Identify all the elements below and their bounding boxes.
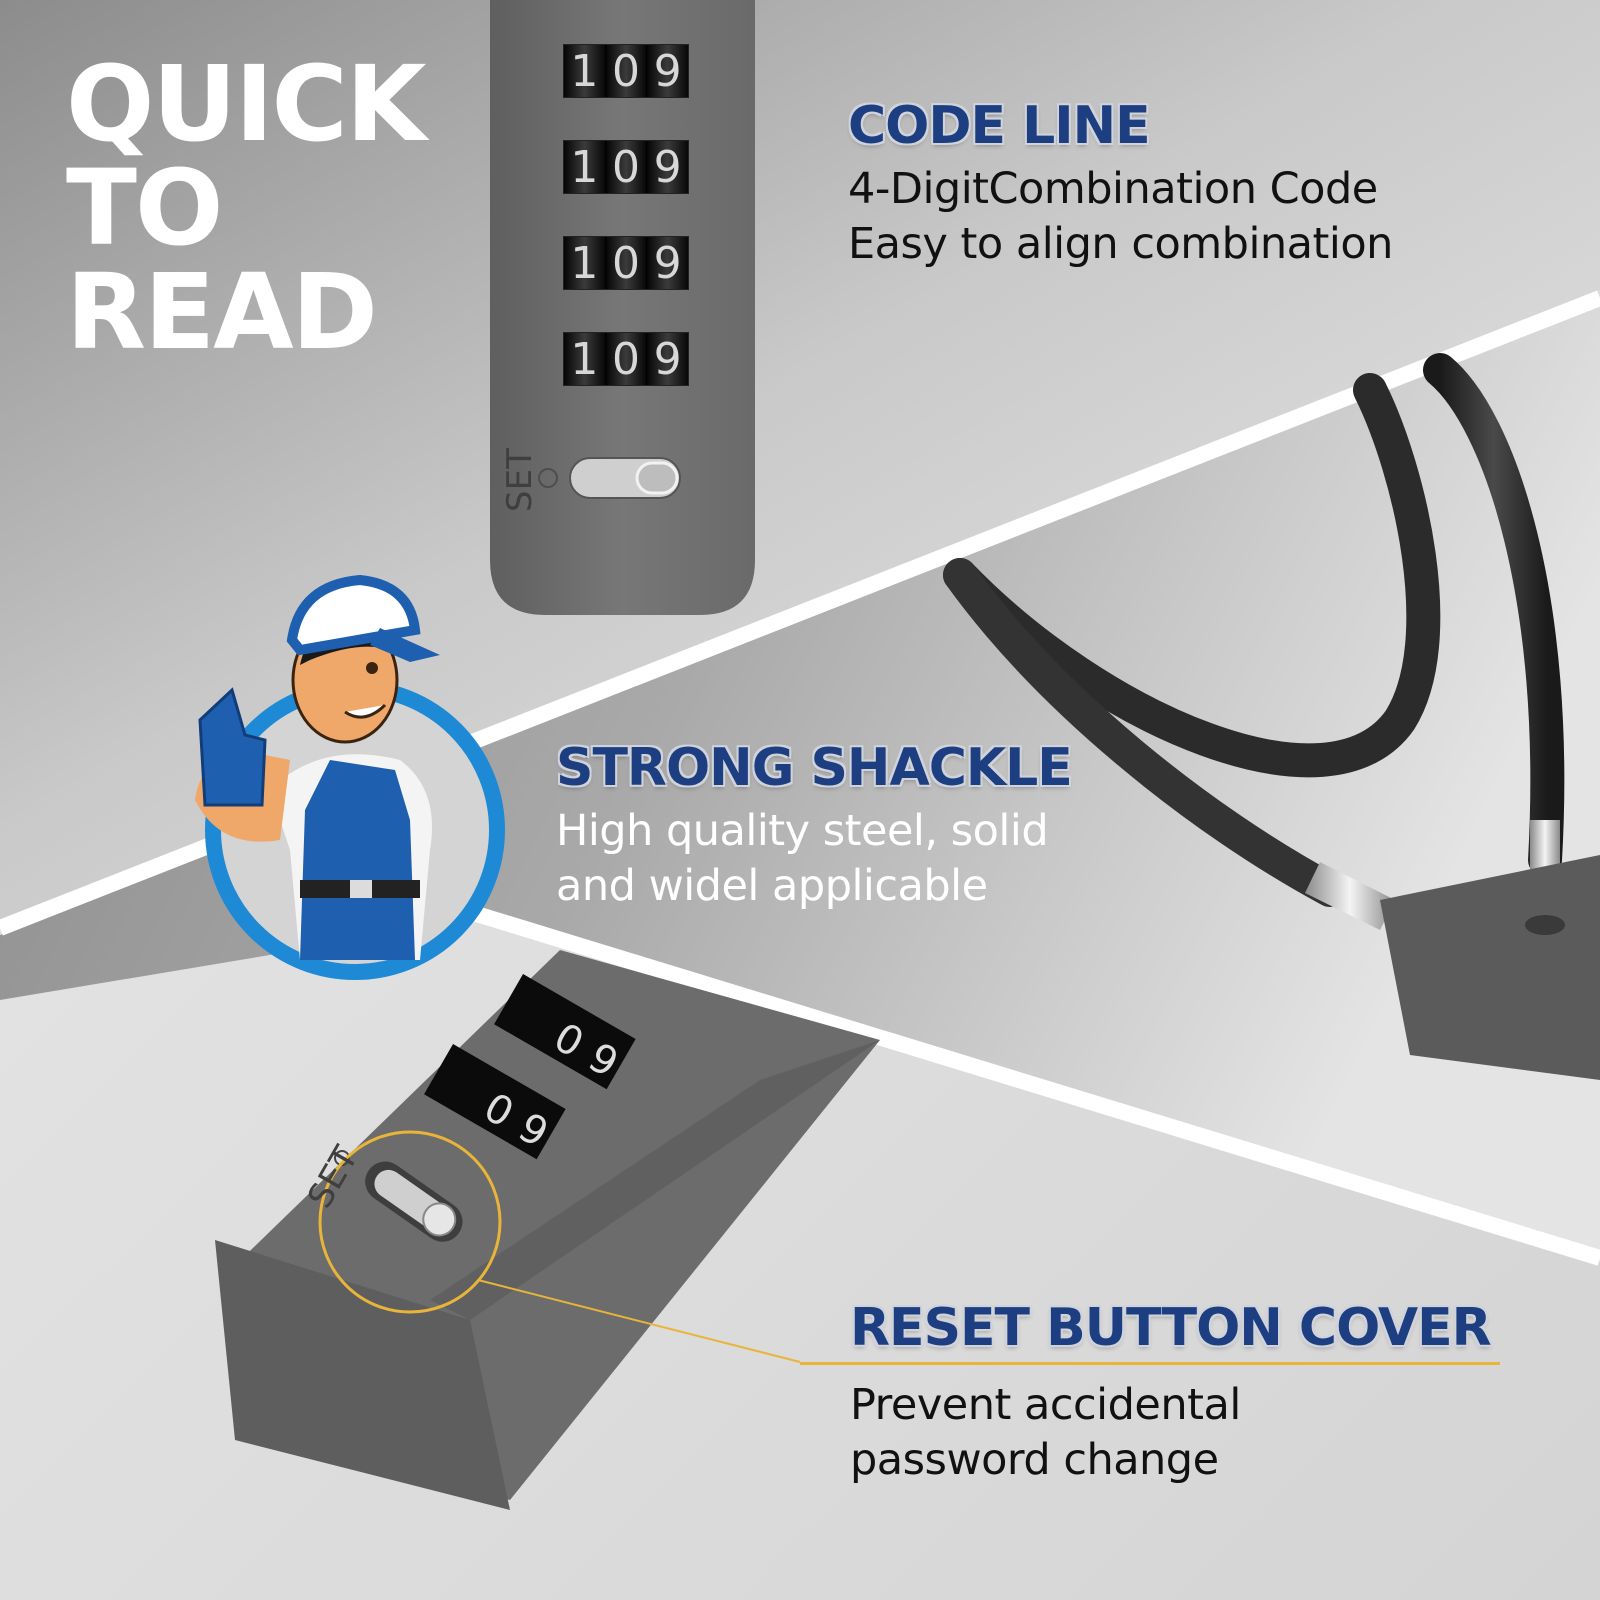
- angled-lock-render: 0 9 0 9: [215, 950, 880, 1510]
- wheel-digit: 9: [647, 333, 689, 385]
- wheel-digit: 9: [647, 141, 689, 193]
- headline-line-1: QUICK: [66, 43, 426, 165]
- wheel-digit: 0: [605, 141, 648, 193]
- wheel-digit: 9: [647, 45, 689, 97]
- feature-desc-reset-button-cover: Prevent accidental password change: [850, 1378, 1241, 1488]
- wheel-digit: 1: [564, 237, 606, 289]
- wheel-digit: 1: [564, 45, 606, 97]
- wheel-row: 1 0 9: [563, 236, 689, 290]
- feature-desc-line: Prevent accidental: [850, 1380, 1241, 1430]
- reset-title-underline: [800, 1362, 1500, 1365]
- wheel-row: 1 0 9: [563, 44, 689, 98]
- set-label-vertical: SET: [500, 448, 540, 512]
- wheel-digit: 0: [605, 237, 648, 289]
- headline-line-3: READ: [66, 251, 378, 373]
- wheel-digit: 1: [564, 141, 606, 193]
- mascot-illustration: [195, 574, 505, 980]
- feature-desc-line: High quality steel, solid: [556, 806, 1049, 856]
- feature-desc-line: and widel applicable: [556, 861, 988, 911]
- wheel-digit: 0: [605, 333, 648, 385]
- feature-title-strong-shackle: STRONG SHACKLE: [556, 738, 1073, 798]
- wheel-row: 1 0 9: [563, 140, 689, 194]
- headline: QUICK TO READ: [66, 43, 426, 373]
- wheel-digit: 0: [605, 45, 648, 97]
- feature-desc-strong-shackle: High quality steel, solid and widel appl…: [556, 804, 1049, 914]
- feature-title-reset-button-cover: RESET BUTTON COVER: [850, 1298, 1492, 1358]
- headline-line-2: TO: [66, 147, 223, 269]
- wheel-digit: 9: [647, 237, 689, 289]
- wheel-row: 1 0 9: [563, 332, 689, 386]
- reset-callout-circle: [318, 1130, 502, 1314]
- cable-lock-render: [943, 353, 1600, 1080]
- feature-desc-line: Easy to align combination: [848, 219, 1393, 269]
- wheel-digit: 1: [564, 333, 606, 385]
- reset-callout-leader: [477, 1279, 801, 1363]
- feature-title-code-line: CODE LINE: [848, 96, 1151, 156]
- feature-desc-code-line: 4-DigitCombination Code Easy to align co…: [848, 162, 1393, 272]
- feature-desc-line: password change: [850, 1435, 1219, 1485]
- feature-desc-line: 4-DigitCombination Code: [848, 164, 1378, 214]
